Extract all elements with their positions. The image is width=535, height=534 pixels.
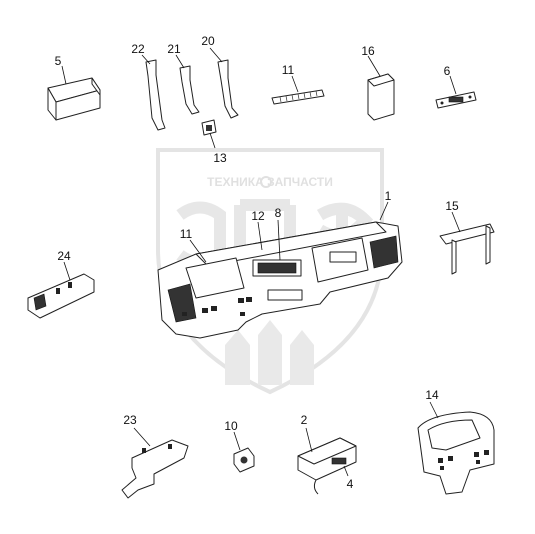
part-14-bezel <box>417 401 495 495</box>
part-1-dashboard <box>157 201 403 339</box>
gear-icon <box>260 176 272 188</box>
part-20-bracket <box>209 47 239 119</box>
callout-15: 15 <box>445 199 459 213</box>
callout-12: 12 <box>251 209 265 223</box>
part-6-plate <box>435 75 477 109</box>
callout-8: 8 <box>275 206 282 220</box>
part-22-bracket <box>141 54 166 131</box>
part-11-strip <box>271 75 325 105</box>
callout-13: 13 <box>213 151 227 165</box>
part-23-bracket <box>121 427 189 499</box>
leader-12 <box>257 221 263 251</box>
callout-24: 24 <box>57 249 71 263</box>
part-24-bracket <box>27 261 95 319</box>
callout-16: 16 <box>361 44 375 58</box>
watermark: ТЕХНИКА ЗАПЧАСТИ <box>156 148 384 395</box>
part-5-cover <box>47 65 101 121</box>
callouts: 5 22 21 20 11 16 6 13 1 15 12 8 11 24 14… <box>55 34 459 491</box>
part-13-clip <box>201 119 217 149</box>
leader-8 <box>277 219 281 261</box>
callout-21: 21 <box>167 42 181 56</box>
callout-20: 20 <box>201 34 215 48</box>
callout-1: 1 <box>385 189 392 203</box>
watermark-wheat-icon <box>225 320 314 385</box>
callout-11a: 11 <box>282 63 295 77</box>
callout-22: 22 <box>131 42 145 56</box>
callout-2: 2 <box>301 413 308 427</box>
callout-5: 5 <box>55 54 62 68</box>
part-16-block <box>367 55 395 121</box>
callout-23: 23 <box>123 413 137 427</box>
callout-14: 14 <box>425 388 439 402</box>
callout-4: 4 <box>347 477 354 491</box>
callout-11b: 11 <box>180 227 193 241</box>
part-21-bracket <box>175 54 200 115</box>
part-2-box <box>297 427 357 495</box>
leader-11b <box>189 239 207 263</box>
part-10-switch <box>233 431 255 473</box>
part-15-bracket <box>439 211 495 275</box>
callout-6: 6 <box>444 64 451 78</box>
callout-10: 10 <box>224 419 238 433</box>
